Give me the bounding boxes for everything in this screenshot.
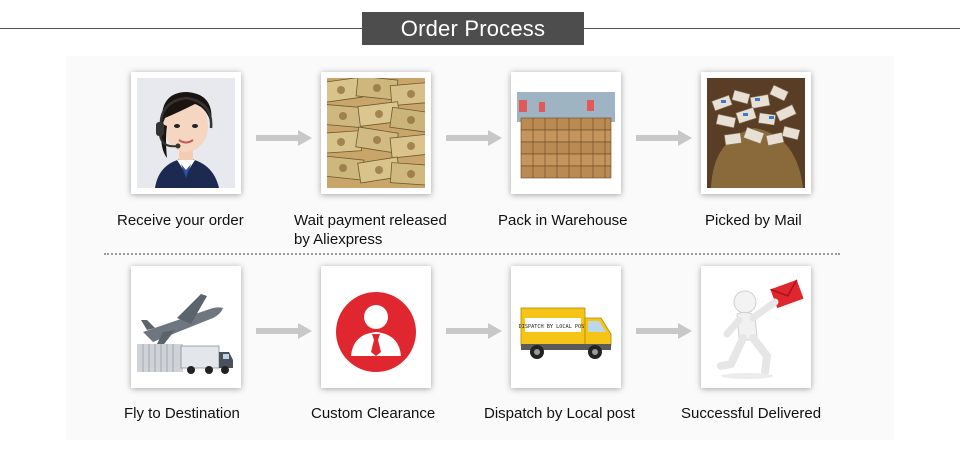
money-stack-icon	[327, 78, 425, 188]
airplane-cargo-icon	[137, 272, 235, 382]
parcel-pile-icon	[707, 78, 805, 188]
step-5-label: Fly to Destination	[124, 405, 240, 422]
step-3-label: Pack in Warehouse	[498, 212, 628, 229]
step-1-photo	[131, 72, 241, 194]
delivered-envelope-icon	[707, 272, 805, 382]
customs-officer-icon	[327, 272, 425, 382]
step-7-photo: DISPATCH BY LOCAL POST	[511, 266, 621, 388]
step-1-label: Receive your order	[117, 212, 244, 229]
step-4-photo	[701, 72, 811, 194]
flow-arrow-icon	[446, 323, 502, 339]
warehouse-boxes-icon	[517, 78, 615, 188]
step-2-label: Wait payment released	[294, 212, 447, 229]
step-2-photo	[321, 72, 431, 194]
flow-arrow-icon	[256, 130, 312, 146]
step-5-photo	[131, 266, 241, 388]
step-4-label: Picked by Mail	[705, 212, 802, 229]
row-divider	[104, 253, 840, 255]
flow-arrow-icon	[446, 130, 502, 146]
flow-arrow-icon	[636, 130, 692, 146]
page-title: Order Process	[362, 12, 584, 45]
step-6-photo	[321, 266, 431, 388]
customer-service-icon	[137, 78, 235, 188]
step-2-label-line2: by Aliexpress	[294, 231, 383, 248]
flow-arrow-icon	[256, 323, 312, 339]
step-8-photo	[701, 266, 811, 388]
step-7-label: Dispatch by Local post	[484, 405, 635, 422]
step-6-label: Custom Clearance	[311, 405, 436, 422]
delivery-truck-icon: DISPATCH BY LOCAL POST	[517, 272, 615, 382]
flow-arrow-icon	[636, 323, 692, 339]
truck-side-text: DISPATCH BY LOCAL POST	[519, 324, 588, 330]
step-3-photo	[511, 72, 621, 194]
step-8-label: Successful Delivered	[681, 405, 822, 422]
